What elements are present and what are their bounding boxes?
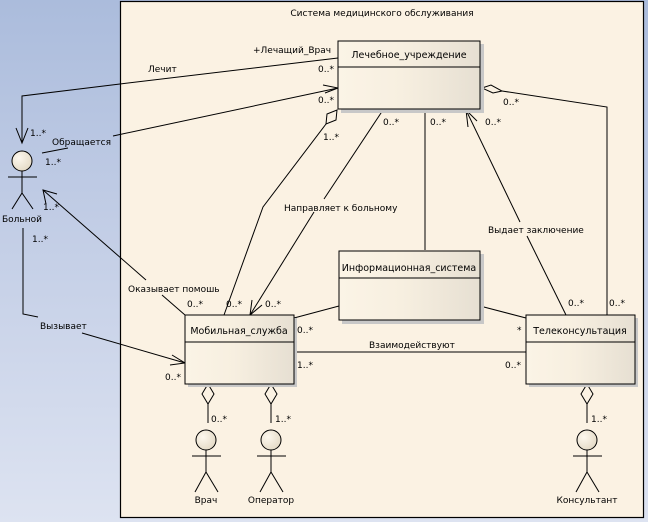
aggregation-mob-operator[interactable]: 1..*	[264, 383, 291, 425]
multiplicity: 1..*	[32, 235, 48, 245]
multiplicity: 0..*	[318, 96, 334, 106]
actor-vrach[interactable]: Врач	[192, 429, 221, 506]
multiplicity: 1..*	[30, 129, 46, 139]
multiplicity: *	[517, 326, 522, 336]
class-telekonsultatsiya[interactable]: Телеконсультация	[525, 314, 638, 387]
multiplicity: 0..*	[505, 361, 521, 371]
stick-figure-icon	[192, 429, 221, 493]
association-info-tele[interactable]: *	[479, 305, 527, 336]
aggregation-diamond-icon	[580, 383, 594, 405]
association-label: Выдает заключение	[488, 226, 584, 236]
aggregation-diamond-icon	[480, 84, 504, 94]
multiplicity: 1..*	[45, 158, 61, 168]
class-lechebnoe-uchrezhdenie[interactable]: Лечебное_учреждение	[337, 40, 484, 113]
class-name: Информационная_система	[342, 263, 476, 274]
association-vyzyvaet[interactable]: Вызывает 1..* 0..*	[22, 228, 187, 383]
multiplicity: 1..*	[275, 415, 291, 425]
aggregation-diamond-icon	[264, 383, 278, 405]
multiplicity: 1..*	[297, 361, 313, 371]
actor-name: Врач	[195, 496, 218, 506]
association-lech-info[interactable]: 0..*	[424, 110, 446, 250]
aggregation-diamond-icon	[201, 383, 215, 405]
association-lechit[interactable]: Лечит +Лечащий_Врач 0..* 1..*	[15, 46, 339, 145]
multiplicity: 0..*	[485, 118, 501, 128]
class-name: Лечебное_учреждение	[351, 50, 466, 61]
aggregation-diamond-icon	[325, 109, 338, 125]
association-info-mob[interactable]: 0..*	[293, 305, 340, 336]
multiplicity: 0..*	[383, 118, 399, 128]
multiplicity: 0..*	[211, 415, 227, 425]
multiplicity: 1..*	[43, 203, 59, 213]
navigable-arrow-icon	[42, 189, 58, 205]
multiplicity: 0..*	[503, 98, 519, 108]
actor-name: Консультант	[557, 496, 618, 506]
navigable-arrow-icon	[15, 127, 29, 145]
association-label: Направляет к больному	[284, 204, 398, 214]
multiplicity: 0..*	[297, 326, 313, 336]
system-boundary-title: Система медицинского обслуживания	[290, 9, 473, 19]
multiplicity: 0..*	[265, 300, 281, 310]
multiplicity: 1..*	[591, 415, 607, 425]
stick-figure-icon	[8, 150, 37, 210]
stick-figure-icon	[257, 429, 286, 493]
association-label: Вызывает	[40, 322, 87, 332]
association-obrashchaetsya[interactable]: Обращается 0..* 1..*	[41, 84, 340, 168]
multiplicity: 1..*	[323, 133, 339, 143]
multiplicity: 0..*	[609, 299, 625, 309]
association-label: Оказывает помошь	[128, 285, 220, 295]
association-label: Взаимодействуют	[369, 341, 455, 351]
actor-konsultant[interactable]: Консультант	[557, 429, 618, 506]
association-vzaimodeystvuyut[interactable]: Взаимодействуют 1..* 0..*	[294, 341, 526, 371]
association-vydaet[interactable]: Выдает заключение 0..* 0..*	[465, 109, 584, 316]
multiplicity: 0..*	[430, 118, 446, 128]
role-name: +Лечащий_Врач	[253, 46, 331, 56]
aggregation-tele-konsultant[interactable]: 1..*	[580, 383, 607, 425]
multiplicity: 0..*	[187, 300, 203, 310]
aggregation-mob-vrach[interactable]: 0..*	[201, 383, 227, 425]
class-mobilnaya-sluzhba[interactable]: Мобильная_служба	[184, 314, 297, 387]
class-name: Телеконсультация	[532, 326, 627, 337]
association-okazyvaet[interactable]: Оказывает помошь 1..* 0..*	[42, 189, 220, 316]
actor-name: Оператор	[248, 496, 294, 506]
aggregation-lech-tele[interactable]: 0..* 0..*	[480, 84, 625, 315]
multiplicity: 0..*	[318, 65, 334, 75]
actor-name: Больной	[2, 215, 42, 225]
multiplicity: 0..*	[226, 300, 242, 310]
association-label: Обращается	[52, 138, 111, 148]
association-label: Лечит	[148, 65, 177, 75]
multiplicity: 0..*	[568, 299, 584, 309]
class-informatsionnaya-sistema[interactable]: Информационная_система	[338, 250, 484, 324]
actor-bolnoy[interactable]: Больной	[2, 150, 42, 225]
stick-figure-icon	[573, 429, 602, 493]
aggregation-lech-mob[interactable]: 1..* 0..*	[223, 109, 339, 316]
multiplicity: 0..*	[165, 373, 181, 383]
class-name: Мобильная_служба	[190, 326, 287, 337]
association-napravlyaet[interactable]: Направляет к больному 0..* 0..*	[249, 109, 399, 317]
actor-operator[interactable]: Оператор	[248, 429, 294, 506]
